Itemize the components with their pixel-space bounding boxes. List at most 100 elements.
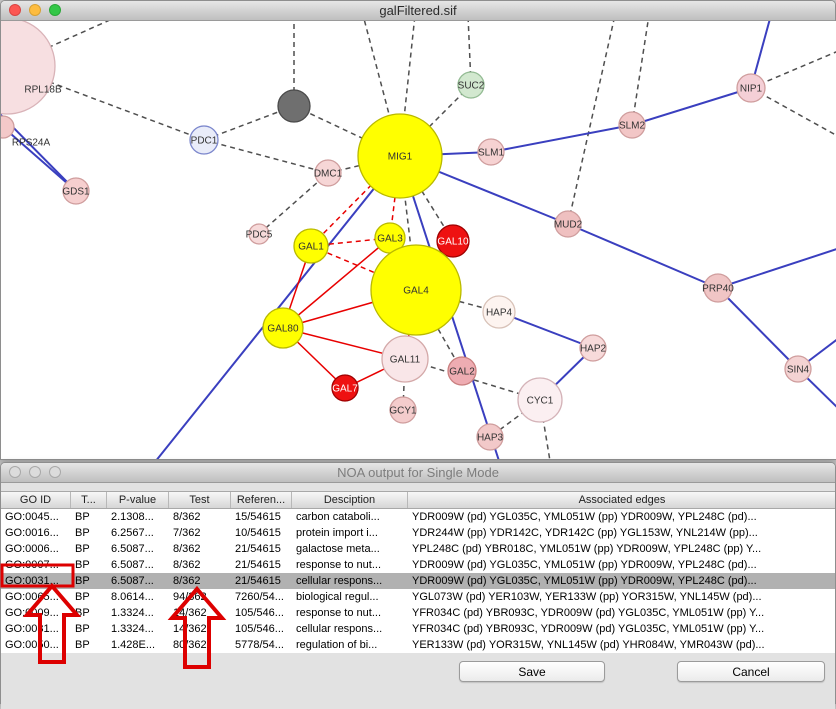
close-button[interactable]: [9, 4, 21, 16]
column-header-3[interactable]: P-value: [107, 492, 169, 508]
table-cell: BP: [75, 591, 90, 603]
network-edge: [293, 105, 401, 157]
network-node-NIP1[interactable]: [736, 73, 766, 103]
network-node-GAL80[interactable]: [262, 307, 304, 349]
table-cell: regulation of bi...: [296, 639, 378, 651]
node-label-HAP3: HAP3: [477, 433, 504, 444]
network-edge: [750, 51, 836, 89]
table-cell: 21/54615: [235, 559, 281, 571]
network-node-GAL1[interactable]: [293, 228, 329, 264]
network-node-RPS24A[interactable]: [1, 115, 15, 139]
network-edge: [2, 126, 77, 192]
window-controls: [9, 466, 61, 478]
minimize-button[interactable]: [29, 4, 41, 16]
zoom-button[interactable]: [49, 466, 61, 478]
column-header-4[interactable]: Test: [169, 492, 231, 508]
cancel-button[interactable]: Cancel: [677, 661, 825, 682]
column-header-5[interactable]: Referen...: [231, 492, 292, 508]
network-node-HAP2[interactable]: [579, 334, 607, 362]
table-cell: YPL248C (pd) YBR018C, YML051W (pp) YDR00…: [412, 543, 762, 555]
network-node-GAL11[interactable]: [381, 335, 429, 383]
window-controls: [9, 4, 61, 16]
network-window-titlebar[interactable]: galFiltered.sif: [1, 1, 835, 21]
table-cell: GO:0009...: [5, 607, 59, 619]
close-button[interactable]: [9, 466, 21, 478]
network-node-SUC2[interactable]: [457, 71, 485, 99]
node-label-GDS1: GDS1: [62, 187, 90, 198]
minimize-button[interactable]: [29, 466, 41, 478]
network-edge: [631, 87, 752, 126]
table-cell: 8.0614...: [111, 591, 154, 603]
network-node-MIG1[interactable]: [357, 113, 443, 199]
network-node-DMC1[interactable]: [314, 159, 342, 187]
node-label-NIP1: NIP1: [740, 84, 763, 95]
column-header-7[interactable]: Associated edges: [408, 492, 836, 508]
table-cell: 8/362: [173, 575, 201, 587]
table-cell: 1.428E...: [111, 639, 156, 651]
node-label-GAL2: GAL2: [449, 367, 475, 378]
table-cell: YDR009W (pd) YGL035C, YML051W (pp) YDR00…: [412, 559, 757, 571]
network-edge: [310, 155, 401, 247]
network-node-PDC1[interactable]: [189, 125, 219, 155]
network-node-PDC5[interactable]: [248, 223, 270, 245]
network-edge: [717, 287, 799, 370]
network-node-SLM1[interactable]: [477, 138, 505, 166]
network-node-SIN4[interactable]: [784, 355, 812, 383]
table-cell: BP: [75, 639, 90, 651]
network-node-GRAY1[interactable]: [277, 89, 311, 123]
noa-window-titlebar[interactable]: NOA output for Single Mode: [1, 463, 835, 483]
column-header-6[interactable]: Desciption: [292, 492, 408, 508]
table-cell: 5778/54...: [235, 639, 284, 651]
network-node-RPL18B[interactable]: [1, 21, 56, 115]
table-cell: BP: [75, 527, 90, 539]
network-node-GAL10[interactable]: [436, 224, 470, 258]
network-edge: [203, 105, 295, 141]
node-label-MUD2: MUD2: [554, 220, 583, 231]
node-label-CYC1: CYC1: [527, 396, 554, 407]
network-canvas[interactable]: RPL18BRPS24AGDS1PDC1DMC1MIG1SUC2SLM1SLM2…: [1, 21, 836, 459]
table-cell: YFR034C (pd) YBR093C, YDR009W (pd) YGL03…: [412, 607, 765, 619]
table-cell: response to nut...: [296, 607, 381, 619]
table-cell: 14/362: [173, 607, 207, 619]
network-node-HAP4[interactable]: [482, 295, 516, 329]
column-header-2[interactable]: T...: [71, 492, 107, 508]
network-edge: [399, 21, 416, 157]
table-cell: 10/54615: [235, 527, 281, 539]
network-edge: [567, 21, 615, 225]
node-label-RPL18B: RPL18B: [24, 85, 62, 96]
table-cell: GO:0031...: [5, 623, 59, 635]
column-header-1[interactable]: GO ID: [1, 492, 71, 508]
table-cell: 14/362: [173, 623, 207, 635]
network-edge: [282, 237, 391, 329]
network-node-GCY1[interactable]: [389, 396, 417, 424]
network-node-SLM2[interactable]: [618, 111, 646, 139]
node-label-GAL10: GAL10: [437, 237, 469, 248]
network-node-GAL4[interactable]: [370, 244, 462, 336]
table-cell: YDR009W (pd) YGL035C, YML051W (pp) YDR00…: [412, 511, 757, 523]
network-node-HAP3[interactable]: [476, 423, 504, 451]
network-node-GAL2[interactable]: [447, 356, 477, 386]
table-cell: galactose meta...: [296, 543, 380, 555]
network-node-PRP40[interactable]: [703, 273, 733, 303]
node-label-MIG1: MIG1: [388, 152, 413, 163]
network-node-CYC1[interactable]: [517, 377, 563, 423]
network-edge: [6, 65, 205, 141]
network-node-GAL7[interactable]: [331, 374, 359, 402]
save-button[interactable]: Save: [459, 661, 605, 682]
node-label-HAP2: HAP2: [580, 344, 607, 355]
zoom-button[interactable]: [49, 4, 61, 16]
network-node-GDS1[interactable]: [62, 177, 90, 205]
network-node-MUD2[interactable]: [554, 210, 582, 238]
table-cell: cellular respons...: [296, 575, 383, 587]
